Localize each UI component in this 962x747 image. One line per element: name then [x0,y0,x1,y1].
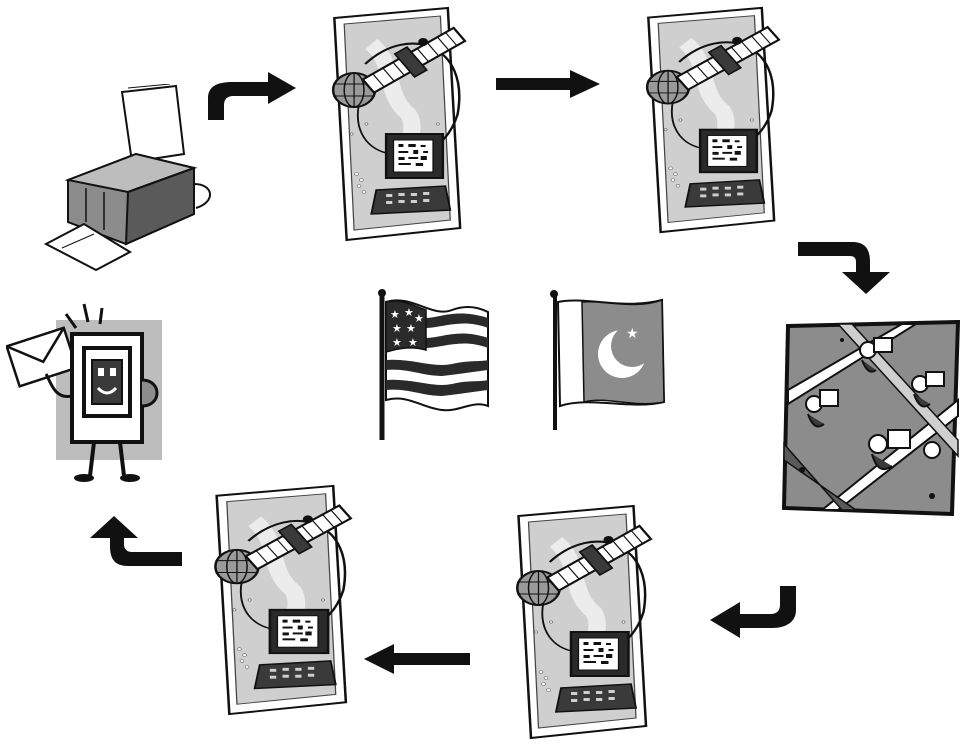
satellite-uplink-icon [322,4,470,244]
svg-text:★: ★ [408,336,418,349]
satellite-uplink-icon [506,502,656,742]
office-workers-icon [782,320,960,516]
straight-arrow-icon [362,642,472,676]
us-flag-icon: ★ ★ ★ ★ ★ ★ ★ [372,288,496,442]
pakistan-flag-icon: ★ [544,288,668,434]
svg-text:★: ★ [390,308,400,321]
svg-text:★: ★ [392,336,402,349]
curved-arrow-icon [796,238,894,296]
svg-text:★: ★ [626,326,639,342]
curved-arrow-icon [204,68,300,124]
happy-fax-receiver-icon [6,300,166,490]
satellite-uplink-icon [636,4,784,236]
svg-text:★: ★ [392,322,402,335]
straight-arrow-icon [494,68,602,100]
curved-arrow-icon [88,512,184,568]
svg-text:★: ★ [406,322,416,335]
curved-arrow-icon [706,584,800,640]
satellite-uplink-icon [204,482,356,718]
fax-machine-icon [44,84,214,274]
svg-text:★: ★ [404,306,414,319]
